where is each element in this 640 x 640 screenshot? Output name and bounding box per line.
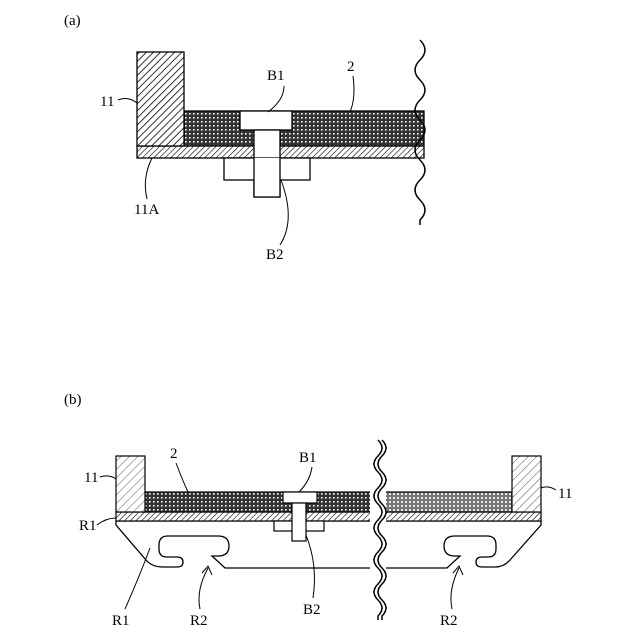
panel-b-label: (b): [64, 392, 82, 408]
bolt-b1-head: [240, 111, 292, 130]
label-11-left: 11: [84, 470, 98, 486]
label-b2-b: B2: [303, 602, 321, 618]
plate-2: [184, 111, 424, 146]
label-11-right: 11: [558, 486, 572, 502]
plate-2-right: [378, 492, 512, 512]
plate-2-left: [145, 492, 378, 512]
label-11: 11: [100, 94, 114, 110]
label-b2: B2: [266, 247, 284, 263]
label-b1-b: B1: [299, 450, 317, 466]
panel-a-label: (a): [64, 13, 81, 29]
bolt-shank-b: [292, 503, 306, 541]
label-r2-left: R2: [190, 613, 208, 629]
panel-a: (a) 11 B1 2 11A B2: [64, 13, 425, 263]
plate-r1: [116, 512, 541, 521]
label-11a: 11A: [134, 202, 159, 218]
bolt-b1-head-b: [283, 492, 317, 503]
wall-11: [137, 52, 184, 146]
label-r1-lower: R1: [112, 613, 130, 629]
panel-b: (b) 11 11 2 B1 R1: [64, 392, 572, 629]
label-2-b: 2: [170, 446, 178, 462]
wall-11-right: [512, 456, 541, 512]
break-line-b: [370, 440, 386, 620]
wall-11-left: [116, 456, 145, 512]
label-r1-upper: R1: [79, 518, 97, 534]
label-r2-right: R2: [440, 613, 458, 629]
label-b1: B1: [267, 68, 285, 84]
label-2: 2: [347, 59, 355, 75]
bracket-body: [116, 521, 541, 568]
